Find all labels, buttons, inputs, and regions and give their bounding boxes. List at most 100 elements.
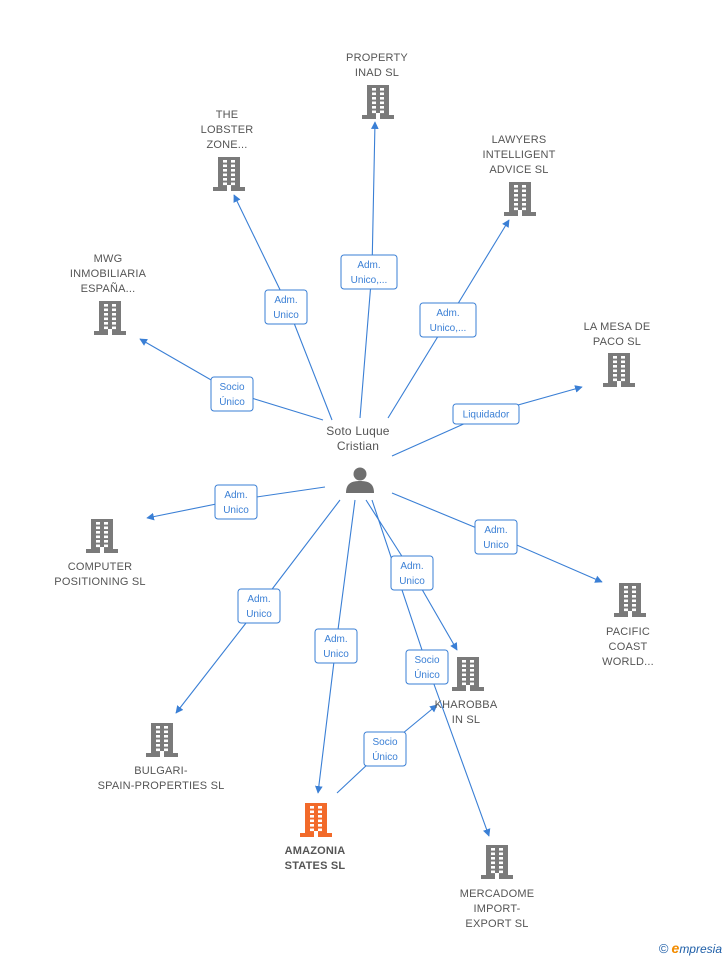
building-icon	[452, 657, 484, 691]
company-node-mwg[interactable]: MWGINMOBILIARIAESPAÑA...	[70, 253, 147, 335]
edge-label-box	[390, 555, 434, 591]
edge-label-box	[474, 519, 518, 555]
company-name-line: PACIFIC	[606, 626, 650, 638]
edge-label-text: Liquidador	[463, 410, 510, 421]
building-icon	[504, 182, 536, 216]
building-icon	[94, 301, 126, 335]
company-name-line: COAST	[609, 641, 648, 653]
edge-label-text: Unico,...	[430, 323, 467, 334]
company-node-property[interactable]: PROPERTY INAD SL	[346, 52, 408, 119]
edge-label-kharobba[interactable]: Adm. Unico	[390, 555, 434, 591]
edge-label-box	[405, 649, 449, 685]
edge-label-text: Adm.	[400, 561, 423, 572]
nodes-layer: PROPERTY INAD SL THE LOBSTER ZONE... LAWYERS I…	[54, 52, 654, 930]
company-name-line: EXPORT SL	[465, 918, 528, 930]
edge-label-box	[419, 302, 477, 338]
edge-label-text: Único	[414, 668, 440, 681]
company-name-line: ZONE...	[206, 139, 247, 151]
edge-label-text: Socio	[219, 382, 244, 393]
edge-label-lobster[interactable]: Adm.Unico	[264, 289, 308, 325]
company-name-line: MERCADOME	[460, 888, 535, 900]
edge-label-text: Unico	[223, 505, 249, 516]
edge-label-amazonia[interactable]: Adm. Unico	[314, 628, 358, 664]
edge-label-box	[264, 289, 308, 325]
edge-label-box	[214, 484, 258, 520]
edge-label-text: Adm.	[484, 525, 507, 536]
company-node-bulgari[interactable]: BULGARI-SPAIN-PROPERTIES SL	[98, 723, 225, 792]
building-icon	[300, 803, 332, 837]
company-name-line: BULGARI-	[134, 765, 188, 777]
edge-label-text: Unico	[246, 609, 272, 620]
company-name-line: INMOBILIARIA	[70, 268, 147, 280]
edge-label-property[interactable]: Adm. Unico,...	[340, 254, 398, 290]
company-name-line: LOBSTER	[201, 124, 254, 136]
edge-label-box	[452, 403, 520, 425]
company-name-line: IN SL	[452, 714, 481, 726]
company-node-mercadome[interactable]: MERCADOME IMPORT- EXPORT SL	[460, 845, 535, 930]
edge-label-text: Unico	[399, 576, 425, 587]
edge-label-text: Único	[372, 750, 398, 763]
edge-label-text: Socio	[372, 737, 397, 748]
company-name-line: STATES SL	[285, 860, 346, 872]
company-node-pacific[interactable]: PACIFIC COAST WORLD...	[602, 583, 654, 668]
company-name-line: LA MESA DE	[584, 321, 651, 333]
building-icon	[362, 85, 394, 119]
company-name-line: LAWYERS	[492, 134, 547, 146]
company-name-line: PACO SL	[593, 336, 641, 348]
edge-label-box	[237, 588, 281, 624]
edge-label-text: Único	[219, 395, 245, 408]
person-name-line: Soto Luque	[326, 424, 390, 438]
company-name-line: PROPERTY	[346, 52, 408, 64]
person-name-line: Cristian	[337, 439, 379, 453]
company-node-kharobba[interactable]: KHAROBBA IN SL	[435, 657, 498, 726]
company-name-line: POSITIONING SL	[54, 576, 145, 588]
building-icon	[213, 157, 245, 191]
copyright-icon: ©	[658, 941, 669, 956]
brand-footer: ©empresia	[659, 940, 722, 956]
building-icon	[481, 845, 513, 879]
edge-label-text: Adm.	[324, 634, 347, 645]
building-icon	[614, 583, 646, 617]
company-name-line: IMPORT-	[473, 903, 520, 915]
edge-label-box	[363, 731, 407, 767]
edges-layer	[139, 121, 603, 837]
company-name-line: THE	[216, 109, 239, 121]
company-node-lamesa[interactable]: LA MESA DE PACO SL	[584, 321, 651, 387]
edge-label-lawyers[interactable]: Adm. Unico,...	[419, 302, 477, 338]
company-node-lobster[interactable]: THE LOBSTER ZONE...	[201, 109, 254, 191]
edge-label-text: Unico,...	[351, 275, 388, 286]
edge-label-box	[340, 254, 398, 290]
building-icon	[146, 723, 178, 757]
brand-logo-text: mpresia	[679, 942, 722, 956]
edge-label-lamesa[interactable]: Liquidador	[452, 403, 520, 425]
company-name-line: ADVICE SL	[489, 164, 548, 176]
edge-label-text: Adm.	[247, 594, 270, 605]
edge-label-bulgari[interactable]: Adm. Unico	[237, 588, 281, 624]
edge-label-text: Adm.	[224, 490, 247, 501]
company-name-line: MWG	[94, 253, 123, 265]
edge-label-text: Adm.	[357, 260, 380, 271]
edge-label-text: Unico	[323, 649, 349, 660]
company-name-line: INAD SL	[355, 67, 399, 79]
edge-label-box	[314, 628, 358, 664]
company-node-lawyers[interactable]: LAWYERS INTELLIGENT ADVICE SL	[482, 134, 555, 216]
company-name-line: INTELLIGENT	[482, 149, 555, 161]
edge-label-text: Unico	[273, 310, 299, 321]
edge-label-text: Adm.	[436, 308, 459, 319]
brand-logo-initial: e	[671, 940, 680, 956]
edge-label-text: Socio	[414, 655, 439, 666]
company-name-line: WORLD...	[602, 656, 654, 668]
company-name-line: KHAROBBA	[435, 699, 498, 711]
edge-label-computer[interactable]: Adm. Unico	[214, 484, 258, 520]
person-icon	[346, 467, 374, 493]
edge-label-pacific[interactable]: Adm.Unico	[474, 519, 518, 555]
building-icon	[86, 519, 118, 553]
